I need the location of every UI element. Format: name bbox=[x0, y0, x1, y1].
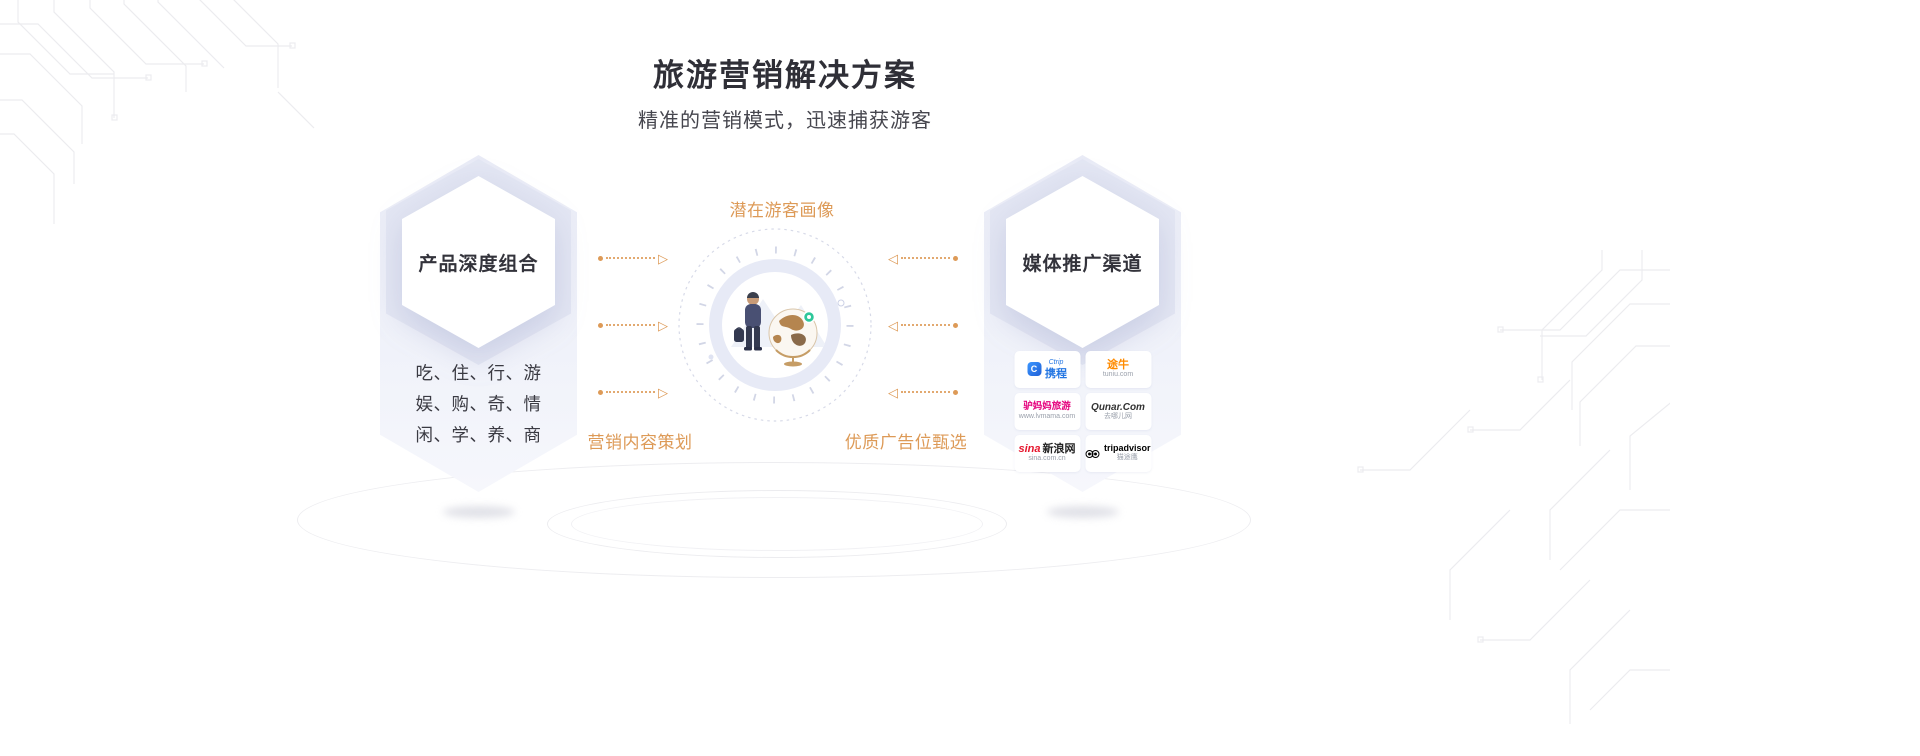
traveler-globe-illustration bbox=[645, 195, 905, 455]
dial-graphic bbox=[678, 228, 872, 422]
section-subtitle: 精准的营销模式，迅速捕获游客 bbox=[638, 110, 932, 132]
connector-dotted-line bbox=[606, 391, 655, 393]
ctrip-sub-label: Ctrip bbox=[1048, 359, 1064, 367]
connector-dotted-line bbox=[606, 324, 655, 326]
product-combination-card: 产品深度组合 吃、住、行、游 娱、购、奇、情 闲、学、养、商 bbox=[380, 155, 577, 492]
right-hexagon-face: 媒体推广渠道 bbox=[1006, 176, 1159, 348]
connector-dot bbox=[598, 389, 603, 395]
sina-sub-label: sina.com.cn bbox=[1028, 455, 1066, 463]
logo-tile-lvmama: 驴妈妈旅游 www.lvmama.com bbox=[1014, 393, 1080, 430]
logo-tile-tripadvisor: tripadvisor 猫途鹰 bbox=[1085, 435, 1151, 472]
right-card-ground-shadow bbox=[1047, 506, 1119, 518]
tuniu-label: 途牛 bbox=[1107, 359, 1129, 372]
qunar-sub-label: 去哪儿网 bbox=[1104, 412, 1132, 420]
logo-tile-qunar: Qunar.Com 去哪儿网 bbox=[1085, 393, 1151, 430]
sina-cn-label: 新浪网 bbox=[1042, 443, 1076, 456]
flow-connector-right-1: ◁ bbox=[888, 251, 958, 265]
ctrip-label: 携程 bbox=[1045, 367, 1067, 380]
flow-connector-right-3: ◁ bbox=[888, 385, 958, 399]
arrow-right-icon: ▷ bbox=[658, 250, 668, 266]
tripadvisor-sub-label: 猫途鹰 bbox=[1116, 454, 1138, 462]
arrow-left-icon: ◁ bbox=[888, 250, 898, 266]
lvmama-sub-label: www.lvmama.com bbox=[1018, 412, 1076, 420]
label-potential-tourist-portrait: 潜在游客画像 bbox=[729, 201, 835, 220]
connector-dot bbox=[598, 322, 603, 328]
logo-tile-ctrip: C Ctrip 携程 bbox=[1014, 351, 1080, 388]
ground-ellipse-outer bbox=[297, 462, 1251, 578]
list-line: 吃、住、行、游 bbox=[415, 363, 542, 383]
flow-connector-left-1: ▷ bbox=[598, 251, 668, 265]
lvmama-label: 驴妈妈旅游 bbox=[1023, 401, 1071, 413]
circuit-pattern-right bbox=[1357, 250, 1670, 724]
ctrip-icon: C bbox=[1027, 362, 1041, 377]
media-channels-card: 媒体推广渠道 C Ctrip 携程 途牛 tuniu.com 驴妈妈旅游 ww bbox=[984, 155, 1181, 492]
circuit-pattern-top-left bbox=[0, 0, 315, 224]
flow-connector-left-2: ▷ bbox=[598, 318, 668, 332]
connector-dotted-line bbox=[901, 324, 950, 326]
traveler-icon bbox=[734, 292, 762, 351]
label-marketing-content-planning: 营销内容策划 bbox=[587, 433, 693, 452]
flow-connector-right-2: ◁ bbox=[888, 318, 958, 332]
product-combination-list: 吃、住、行、游 娱、购、奇、情 闲、学、养、商 bbox=[380, 358, 577, 451]
tuniu-sub-label: tuniu.com bbox=[1102, 371, 1134, 379]
globe-icon bbox=[768, 308, 818, 367]
left-card-title: 产品深度组合 bbox=[418, 253, 539, 275]
logo-tile-sina: sina 新浪网 sina.com.cn bbox=[1014, 435, 1080, 472]
connector-dot bbox=[953, 255, 958, 261]
connector-dot bbox=[953, 389, 958, 395]
arrow-right-icon: ▷ bbox=[658, 384, 668, 400]
ground-ellipse-middle bbox=[547, 490, 1007, 558]
list-line: 娱、购、奇、情 bbox=[415, 394, 542, 414]
connector-dotted-line bbox=[901, 257, 950, 259]
connector-dotted-line bbox=[606, 257, 655, 259]
label-premium-ad-selection: 优质广告位甄选 bbox=[844, 433, 968, 452]
arrow-left-icon: ◁ bbox=[888, 384, 898, 400]
connector-dot bbox=[953, 322, 958, 328]
tripadvisor-owl-icon bbox=[1085, 449, 1100, 458]
connector-dotted-line bbox=[901, 391, 950, 393]
left-hexagon: 产品深度组合 bbox=[402, 176, 555, 348]
sina-label: sina bbox=[1018, 443, 1041, 456]
logo-tile-tuniu: 途牛 tuniu.com bbox=[1085, 351, 1151, 388]
flow-connector-left-3: ▷ bbox=[598, 385, 668, 399]
left-hexagon-face: 产品深度组合 bbox=[402, 176, 555, 348]
tripadvisor-label: tripadvisor bbox=[1103, 443, 1151, 454]
ground-ellipse-inner bbox=[571, 497, 983, 551]
right-card-title: 媒体推广渠道 bbox=[1022, 253, 1143, 275]
section-title: 旅游营销解决方案 bbox=[653, 58, 917, 93]
list-line: 闲、学、养、商 bbox=[415, 425, 542, 445]
arrow-right-icon: ▷ bbox=[658, 317, 668, 333]
left-card-ground-shadow bbox=[443, 506, 515, 518]
media-logo-grid: C Ctrip 携程 途牛 tuniu.com 驴妈妈旅游 www.lvmama… bbox=[1014, 351, 1151, 472]
connector-dot bbox=[598, 255, 603, 261]
qunar-label: Qunar.Com bbox=[1091, 401, 1145, 413]
right-hexagon: 媒体推广渠道 bbox=[1006, 176, 1159, 348]
arrow-left-icon: ◁ bbox=[888, 317, 898, 333]
